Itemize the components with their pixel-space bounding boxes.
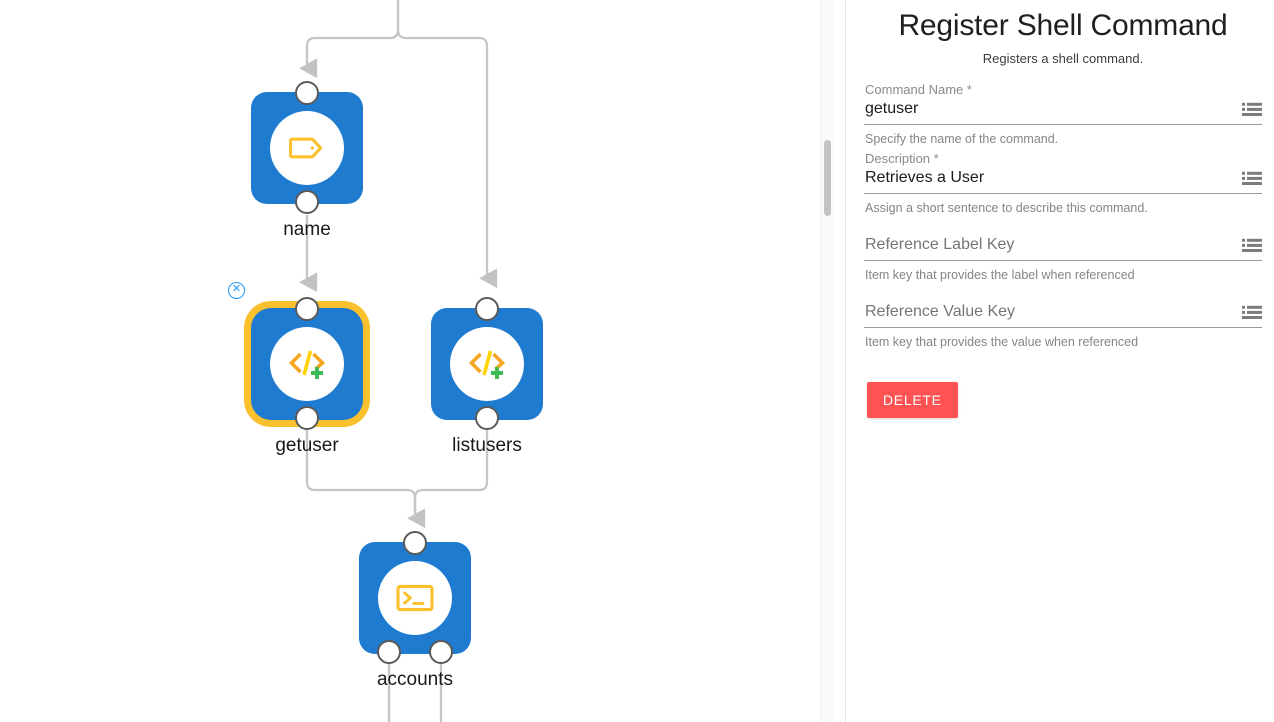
node-label-listusers: listusers	[452, 435, 522, 456]
field-input-row[interactable]	[864, 98, 1262, 125]
panel-subtitle: Registers a shell command.	[982, 51, 1144, 66]
code-plus-icon	[468, 350, 506, 379]
field-input-row[interactable]	[864, 234, 1262, 261]
node-port-accounts-out-2[interactable]	[429, 640, 453, 664]
field-reference-value-key: Item key that provides the value when re…	[864, 301, 1262, 350]
terminal-icon	[396, 584, 434, 612]
field-hint: Assign a short sentence to describe this…	[865, 201, 1148, 215]
reference-label-key-input[interactable]	[864, 234, 1234, 256]
list-icon[interactable]	[1242, 238, 1262, 253]
node-icon-wrapper	[270, 111, 344, 185]
node-port-getuser-out[interactable]	[295, 406, 319, 430]
reference-value-key-input[interactable]	[864, 301, 1234, 323]
field-label: Description *	[865, 151, 939, 166]
field-input-row[interactable]	[864, 301, 1262, 328]
pane-divider[interactable]	[833, 0, 846, 722]
remove-node-icon[interactable]: ✕	[228, 282, 245, 299]
node-label-getuser: getuser	[275, 435, 339, 456]
node-port-getuser-in[interactable]	[295, 297, 319, 321]
node-label-name: name	[283, 219, 331, 240]
description-input[interactable]	[864, 167, 1234, 189]
field-command-name: Command Name * Specify the name of the c…	[864, 82, 1262, 147]
node-port-listusers-in[interactable]	[475, 297, 499, 321]
list-icon[interactable]	[1242, 171, 1262, 186]
command-name-input[interactable]	[864, 98, 1234, 120]
node-icon-wrapper	[450, 327, 524, 401]
node-port-listusers-out[interactable]	[475, 406, 499, 430]
field-hint: Specify the name of the command.	[865, 132, 1059, 146]
node-icon-wrapper	[270, 327, 344, 401]
graph-node-getuser[interactable]	[251, 308, 363, 420]
field-reference-label-key: Item key that provides the label when re…	[864, 234, 1262, 283]
node-label-accounts: accounts	[376, 669, 454, 690]
node-port-name-out[interactable]	[295, 190, 319, 214]
node-port-name-in[interactable]	[295, 81, 319, 105]
field-input-row[interactable]	[864, 167, 1262, 194]
tag-icon	[289, 137, 323, 159]
graph-node-accounts[interactable]	[359, 542, 471, 654]
node-port-accounts-in[interactable]	[403, 531, 427, 555]
list-icon[interactable]	[1242, 305, 1262, 320]
field-label: Command Name *	[865, 82, 972, 97]
field-hint: Item key that provides the label when re…	[865, 268, 1135, 282]
node-port-accounts-out-1[interactable]	[377, 640, 401, 664]
scrollbar-thumb[interactable]	[824, 140, 831, 216]
delete-button[interactable]: DELETE	[867, 382, 958, 418]
canvas-vertical-scrollbar[interactable]	[820, 0, 833, 722]
properties-panel: Register Shell Command Registers a shell…	[846, 0, 1274, 722]
list-icon[interactable]	[1242, 102, 1262, 117]
field-hint: Item key that provides the value when re…	[865, 335, 1139, 349]
field-description: Description * Assign a short sentence to…	[864, 151, 1262, 216]
code-plus-icon	[288, 350, 326, 379]
node-icon-wrapper	[378, 561, 452, 635]
graph-node-name[interactable]	[251, 92, 363, 204]
graph-canvas[interactable]: name ✕ getuser	[0, 0, 833, 722]
graph-edges	[299, 0, 498, 722]
graph-node-listusers[interactable]	[431, 308, 543, 420]
panel-title: Register Shell Command	[898, 9, 1228, 42]
